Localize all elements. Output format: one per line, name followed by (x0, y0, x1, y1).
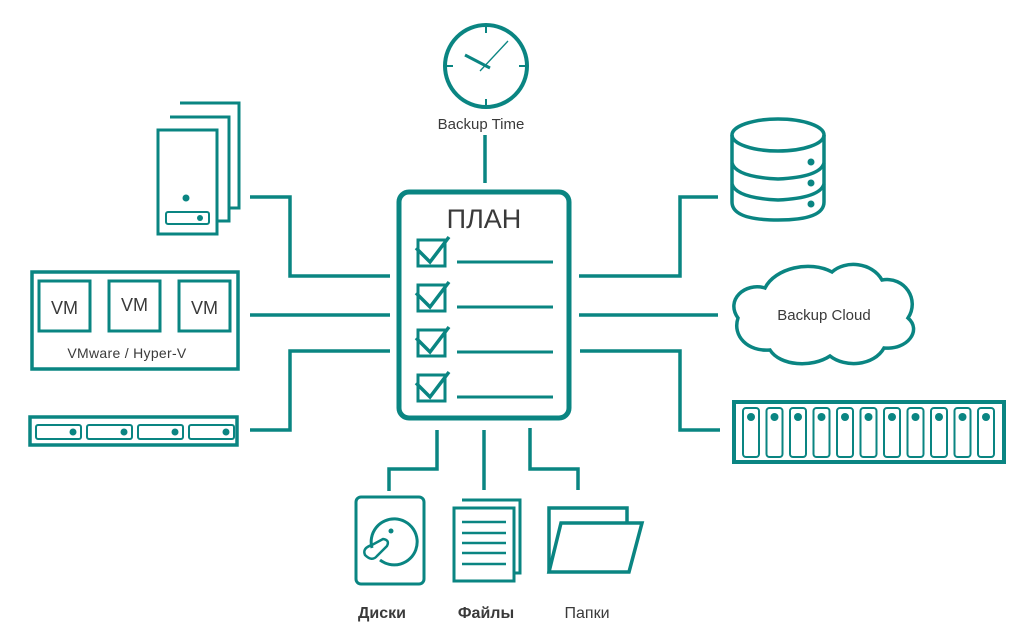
virtualization-host: VM VM VM VMware / Hyper-V (30, 270, 240, 371)
led-icon (69, 428, 77, 436)
plan-checklist (414, 235, 553, 403)
connector-array (250, 349, 390, 432)
vm-box-2: VM (107, 279, 162, 333)
plan-title: ПЛАН (447, 204, 522, 234)
checklist-item (414, 280, 553, 313)
led-icon (770, 413, 779, 421)
checkmark-icon (414, 280, 451, 310)
checklist-item (414, 235, 553, 268)
cloud-label: Backup Cloud (777, 307, 870, 324)
server-stack-icon (156, 101, 241, 236)
nas-bay (836, 407, 854, 458)
clock-icon (443, 23, 529, 109)
connector-folders (528, 428, 580, 490)
nas-rack-icon (732, 400, 1006, 464)
checkbox-icon (416, 238, 447, 268)
led-icon (841, 413, 849, 421)
nas-bay (742, 407, 760, 458)
vm-box-3: VM (177, 279, 232, 333)
checklist-item (414, 370, 553, 403)
led-icon (888, 413, 896, 421)
led-icon (982, 413, 990, 421)
files-label: Файлы (458, 605, 514, 622)
checkbox-icon (416, 328, 447, 358)
nas-bay (953, 407, 972, 458)
nas-bay (930, 407, 948, 458)
virtualization-label: VMware / Hyper-V (67, 345, 187, 361)
checkmark-icon (414, 235, 451, 265)
led-icon (794, 413, 802, 421)
array-drive (86, 424, 133, 440)
array-drive (188, 424, 235, 440)
led-icon (864, 413, 873, 421)
vm-label: VM (191, 298, 218, 318)
array-drive (35, 424, 82, 440)
checkbox-icon (416, 373, 447, 403)
nas-bay (812, 407, 831, 458)
connector-nas (580, 349, 720, 432)
vm-box-1: VM (37, 279, 92, 333)
folder-icon (546, 506, 645, 574)
folders-label: Папки (565, 605, 610, 622)
nas-bay (906, 407, 925, 458)
led-icon (120, 428, 128, 436)
vm-label: VM (121, 295, 148, 315)
led-icon (911, 413, 920, 421)
led-icon (222, 428, 230, 436)
nas-bay (765, 407, 784, 458)
hard-disk-icon (354, 495, 426, 586)
nas-bay (883, 407, 901, 458)
vm-label: VM (51, 298, 78, 318)
connector-servers (250, 195, 390, 278)
nas-bay (789, 407, 807, 458)
checkmark-icon (414, 325, 451, 355)
cloud-icon: Backup Cloud (732, 262, 916, 366)
nas-bay (859, 407, 878, 458)
led-icon (935, 413, 943, 421)
led-icon (817, 413, 826, 421)
checkmark-icon (414, 370, 451, 400)
disk-array-icon (28, 415, 239, 447)
nas-bay (977, 407, 995, 458)
connector-disks (387, 430, 439, 491)
connector-database (579, 195, 718, 278)
files-icon (452, 498, 522, 583)
plan-document: ПЛАН (396, 189, 572, 421)
led-icon (958, 413, 967, 421)
backup-time-label: Backup Time (438, 116, 525, 133)
checkbox-icon (416, 283, 447, 313)
disks-label: Диски (358, 605, 406, 622)
checklist-item (414, 325, 553, 358)
led-icon (747, 413, 755, 421)
connectors (250, 135, 720, 491)
array-drive (137, 424, 184, 440)
database-icon (730, 117, 826, 222)
led-icon (171, 428, 179, 436)
